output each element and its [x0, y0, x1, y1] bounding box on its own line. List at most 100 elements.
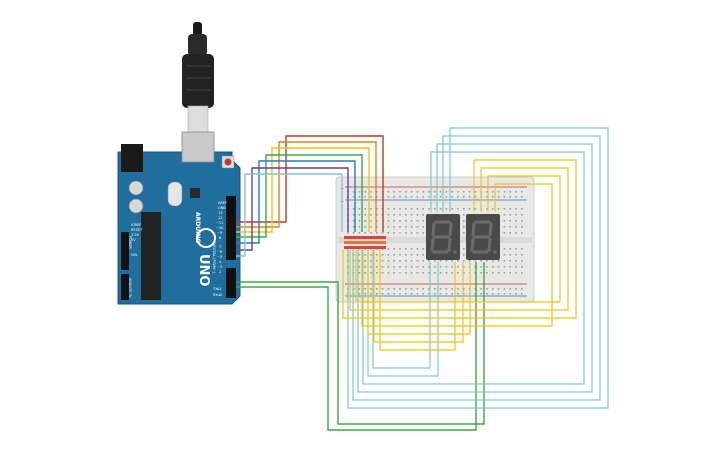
breadboard-hole[interactable]	[515, 214, 517, 216]
breadboard-hole[interactable]	[387, 272, 390, 274]
breadboard-hole[interactable]	[364, 220, 366, 222]
breadboard-hole[interactable]	[439, 208, 442, 210]
breadboard-hole[interactable]	[497, 266, 500, 268]
breadboard-hole[interactable]	[352, 214, 355, 216]
breadboard-hole[interactable]	[439, 288, 442, 290]
breadboard-hole[interactable]	[503, 191, 506, 193]
breadboard-hole[interactable]	[457, 288, 459, 290]
breadboard-hole[interactable]	[515, 220, 517, 222]
breadboard-hole[interactable]	[393, 196, 395, 198]
breadboard-hole[interactable]	[521, 260, 523, 262]
breadboard-hole[interactable]	[463, 191, 465, 193]
breadboard-hole[interactable]	[428, 260, 430, 262]
breadboard-hole[interactable]	[358, 293, 361, 295]
breadboard-hole[interactable]	[486, 272, 488, 274]
breadboard-hole[interactable]	[364, 208, 366, 210]
breadboard-hole[interactable]	[393, 214, 395, 216]
breadboard-hole[interactable]	[358, 196, 361, 198]
breadboard-hole[interactable]	[422, 266, 424, 268]
breadboard-hole[interactable]	[497, 272, 500, 274]
breadboard-hole[interactable]	[486, 260, 488, 262]
breadboard-hole[interactable]	[503, 220, 506, 222]
breadboard-hole[interactable]	[410, 248, 413, 250]
breadboard-hole[interactable]	[393, 226, 395, 228]
breadboard-hole[interactable]	[428, 288, 430, 290]
breadboard-hole[interactable]	[457, 260, 459, 262]
breadboard-hole[interactable]	[463, 220, 465, 222]
breadboard-hole[interactable]	[503, 254, 506, 256]
breadboard-hole[interactable]	[376, 260, 378, 262]
breadboard-hole[interactable]	[521, 293, 523, 295]
breadboard-hole[interactable]	[486, 288, 488, 290]
breadboard-hole[interactable]	[376, 232, 378, 234]
breadboard-hole[interactable]	[370, 293, 372, 295]
breadboard-hole[interactable]	[451, 260, 453, 262]
breadboard-hole[interactable]	[393, 266, 395, 268]
breadboard-hole[interactable]	[358, 214, 361, 216]
breadboard-hole[interactable]	[370, 254, 372, 256]
breadboard-hole[interactable]	[376, 272, 378, 274]
breadboard-hole[interactable]	[393, 191, 395, 193]
breadboard-hole[interactable]	[480, 266, 482, 268]
breadboard-hole[interactable]	[497, 260, 500, 262]
breadboard-hole[interactable]	[358, 208, 361, 210]
breadboard-hole[interactable]	[393, 272, 395, 274]
breadboard-hole[interactable]	[381, 272, 384, 274]
breadboard-hole[interactable]	[492, 191, 494, 193]
arduino-wires[interactable]	[236, 135, 485, 431]
breadboard-hole[interactable]	[492, 196, 494, 198]
breadboard-hole[interactable]	[393, 293, 395, 295]
breadboard-hole[interactable]	[416, 208, 419, 210]
breadboard-hole[interactable]	[439, 272, 442, 274]
breadboard-hole[interactable]	[399, 254, 401, 256]
breadboard-hole[interactable]	[451, 293, 453, 295]
breadboard-hole[interactable]	[352, 220, 355, 222]
breadboard-hole[interactable]	[439, 191, 442, 193]
breadboard-hole[interactable]	[370, 260, 372, 262]
breadboard-hole[interactable]	[463, 254, 465, 256]
breadboard-hole[interactable]	[457, 266, 459, 268]
breadboard-hole[interactable]	[521, 208, 523, 210]
breadboard-hole[interactable]	[474, 260, 477, 262]
breadboard-hole[interactable]	[364, 232, 366, 234]
breadboard-hole[interactable]	[381, 254, 384, 256]
breadboard-hole[interactable]	[416, 191, 419, 193]
breadboard-hole[interactable]	[410, 293, 413, 295]
breadboard-hole[interactable]	[364, 272, 366, 274]
breadboard-hole[interactable]	[376, 196, 378, 198]
breadboard-hole[interactable]	[509, 260, 511, 262]
breadboard-hole[interactable]	[492, 266, 494, 268]
breadboard-hole[interactable]	[509, 191, 511, 193]
breadboard-hole[interactable]	[515, 226, 517, 228]
breadboard-hole[interactable]	[410, 214, 413, 216]
breadboard-hole[interactable]	[399, 232, 401, 234]
breadboard-hole[interactable]	[370, 288, 372, 290]
breadboard-hole[interactable]	[399, 196, 401, 198]
breadboard-hole[interactable]	[399, 208, 401, 210]
breadboard-hole[interactable]	[370, 220, 372, 222]
breadboard-hole[interactable]	[376, 254, 378, 256]
breadboard-hole[interactable]	[480, 293, 482, 295]
breadboard-hole[interactable]	[358, 260, 361, 262]
breadboard-hole[interactable]	[352, 226, 355, 228]
breadboard-hole[interactable]	[381, 232, 384, 234]
breadboard-hole[interactable]	[497, 196, 500, 198]
breadboard-hole[interactable]	[393, 220, 395, 222]
breadboard-hole[interactable]	[422, 208, 424, 210]
breadboard-hole[interactable]	[486, 266, 488, 268]
breadboard-hole[interactable]	[399, 220, 401, 222]
breadboard-hole[interactable]	[387, 226, 390, 228]
breadboard-hole[interactable]	[434, 191, 436, 193]
breadboard-hole[interactable]	[410, 272, 413, 274]
breadboard-hole[interactable]	[439, 260, 442, 262]
breadboard-hole[interactable]	[364, 260, 366, 262]
breadboard-hole[interactable]	[521, 226, 523, 228]
breadboard-hole[interactable]	[503, 293, 506, 295]
breadboard-hole[interactable]	[497, 288, 500, 290]
breadboard-hole[interactable]	[422, 232, 424, 234]
breadboard-hole[interactable]	[515, 208, 517, 210]
breadboard-hole[interactable]	[463, 293, 465, 295]
breadboard-hole[interactable]	[416, 288, 419, 290]
breadboard-hole[interactable]	[422, 226, 424, 228]
